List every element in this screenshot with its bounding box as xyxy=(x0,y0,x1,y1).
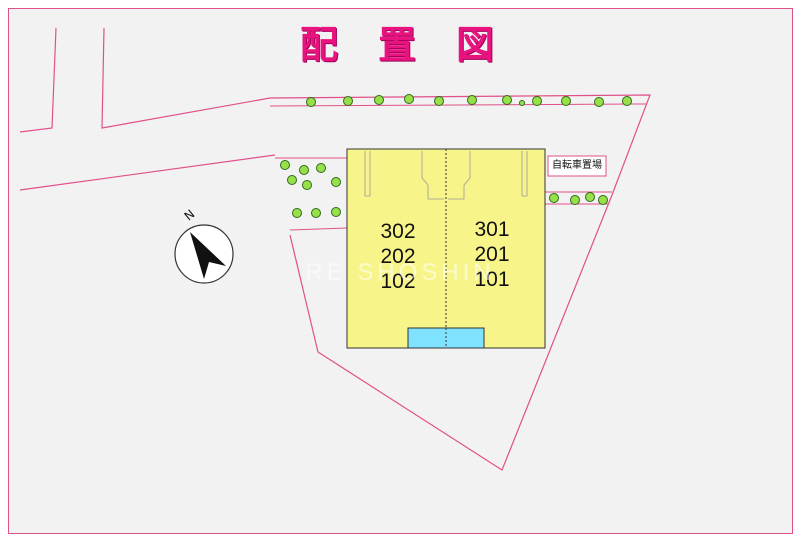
tree-icon xyxy=(502,95,512,105)
watermark: RE SHOSHIN xyxy=(305,259,495,286)
planting-bed-left xyxy=(289,227,348,231)
tree-icon xyxy=(299,165,309,175)
road-edge xyxy=(101,27,271,129)
tree-icon xyxy=(331,177,341,187)
tree-icon xyxy=(292,208,302,218)
bicycle-parking-label: 自転車置場 xyxy=(552,160,602,171)
unit-label-201: 201 xyxy=(474,243,510,266)
unit-label-302: 302 xyxy=(380,220,416,243)
page-title: 配置図 xyxy=(300,23,535,67)
tree-icon xyxy=(594,97,604,107)
tree-icon xyxy=(280,160,290,170)
tree-icon xyxy=(287,175,297,185)
tree-icon xyxy=(316,163,326,173)
tree-icon xyxy=(306,97,316,107)
balcony-outline xyxy=(448,151,471,200)
road-edge xyxy=(19,27,57,133)
tree-icon xyxy=(404,94,414,104)
tree-icon xyxy=(561,96,571,106)
tree-icon xyxy=(343,96,353,106)
balcony-outline xyxy=(521,151,528,197)
unit-label-101: 101 xyxy=(474,268,510,291)
balcony-outline xyxy=(421,151,444,200)
compass-north-letter: N xyxy=(182,207,198,223)
tree-icon xyxy=(622,96,632,106)
tree-icon xyxy=(302,180,312,190)
tree-icon xyxy=(532,96,542,106)
balcony-outline xyxy=(364,151,371,197)
tree-icon xyxy=(585,192,595,202)
tree-icon xyxy=(331,207,341,217)
tree-icon xyxy=(549,193,559,203)
tree-icon xyxy=(374,95,384,105)
tree-icon xyxy=(434,96,444,106)
unit-label-102: 102 xyxy=(380,270,416,293)
tree-icon xyxy=(467,95,477,105)
tree-icon xyxy=(519,100,525,106)
bicycle-parking-box xyxy=(547,155,607,177)
unit-label-301: 301 xyxy=(474,218,510,241)
tree-icon xyxy=(570,195,580,205)
road-edge xyxy=(19,154,276,191)
unit-label-202: 202 xyxy=(380,245,416,268)
tree-icon xyxy=(311,208,321,218)
north-compass-icon: N xyxy=(174,207,234,284)
property-boundary xyxy=(269,94,651,471)
tree-icon xyxy=(598,195,608,205)
planting-strip-top xyxy=(269,103,647,107)
